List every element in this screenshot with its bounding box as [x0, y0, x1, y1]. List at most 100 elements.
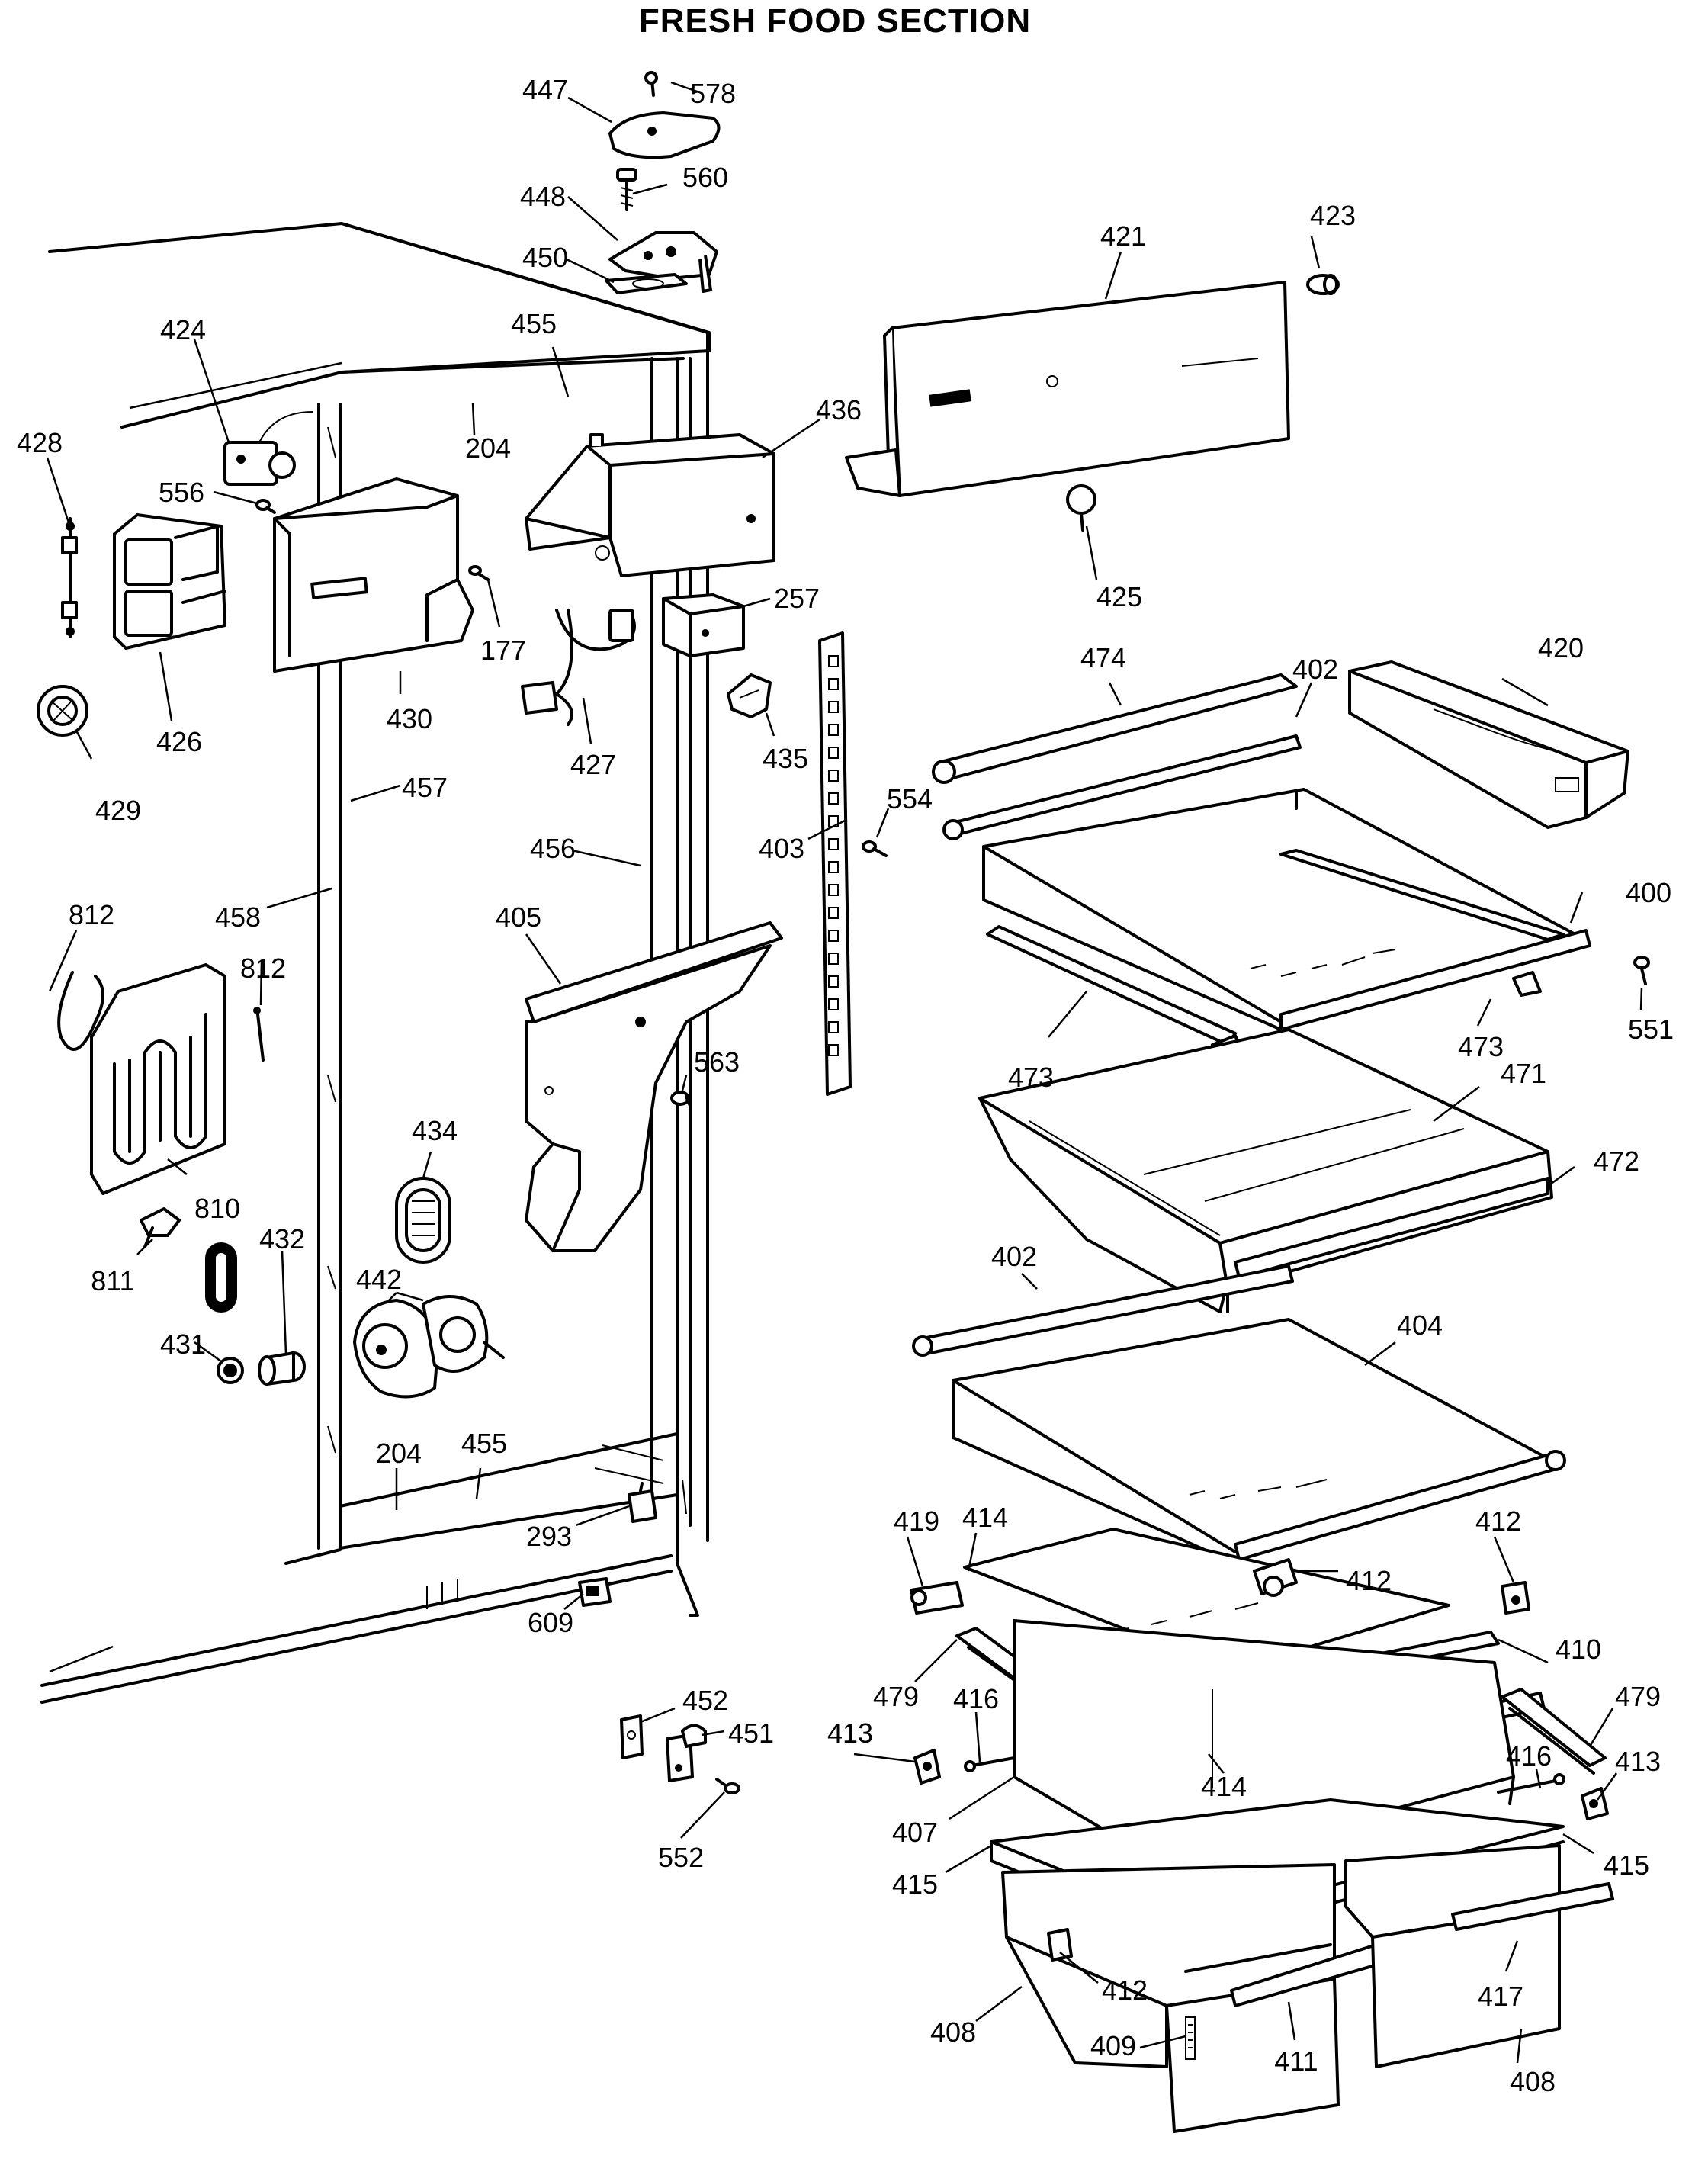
- callout-428: 428: [17, 427, 63, 458]
- callout-452: 452: [682, 1685, 728, 1716]
- callout-415-right: 415: [1604, 1849, 1649, 1881]
- switch-293-drawing: [628, 1482, 657, 1523]
- shelf-rail-474-drawing: [932, 673, 1298, 784]
- slide-479-right-drawing: [1501, 1688, 1607, 1775]
- callout-447: 447: [522, 74, 568, 105]
- callout-448: 448: [520, 181, 566, 212]
- air-duct-426-drawing: [113, 513, 226, 650]
- callout-556: 556: [159, 477, 204, 508]
- callout-400: 400: [1626, 877, 1671, 908]
- crisper-408-right-drawing: [1344, 1844, 1614, 2068]
- shelf-ladder-drawing: [818, 631, 852, 1096]
- callout-455-bottom: 455: [461, 1428, 507, 1459]
- hinge-shim-drawing: [605, 273, 688, 294]
- callout-434: 434: [412, 1115, 458, 1146]
- thermostat-429-drawing: [37, 685, 88, 737]
- callout-413-right: 413: [1615, 1746, 1661, 1777]
- callout-412-pan: 412: [1102, 1974, 1148, 2006]
- callout-451: 451: [728, 1717, 774, 1749]
- callout-429: 429: [95, 795, 141, 826]
- callout-426: 426: [156, 726, 202, 757]
- callout-456: 456: [530, 833, 576, 864]
- callout-204-top: 204: [465, 432, 511, 464]
- callout-435: 435: [762, 743, 808, 774]
- heater-wire-812-drawing: [57, 971, 104, 1051]
- callout-432: 432: [259, 1223, 305, 1255]
- callout-409: 409: [1090, 2030, 1136, 2061]
- callout-412-right: 412: [1475, 1505, 1521, 1537]
- callout-415-left: 415: [892, 1868, 938, 1900]
- screw-563-drawing: [670, 1091, 692, 1107]
- timer-257-drawing: [662, 593, 745, 657]
- callout-402-lower: 402: [991, 1241, 1037, 1272]
- callout-414-lower: 414: [1201, 1771, 1247, 1802]
- bracket-413-left-drawing: [913, 1749, 941, 1785]
- duct-cover-430-drawing: [273, 477, 474, 673]
- bracket-428-drawing: [61, 517, 78, 638]
- hinge-cover-top-drawing: [608, 111, 721, 159]
- callout-552: 552: [658, 1842, 704, 1873]
- callout-812-right: 812: [240, 953, 286, 984]
- callout-423: 423: [1310, 200, 1356, 231]
- bracket-419-drawing: [910, 1581, 964, 1615]
- rod-416-left-drawing: [964, 1756, 1016, 1772]
- callout-560: 560: [682, 162, 728, 193]
- screw-551-drawing: [1633, 956, 1650, 985]
- clip-811-drawing: [140, 1207, 181, 1248]
- callout-411: 411: [1274, 2045, 1318, 2077]
- callout-455-top: 455: [511, 308, 557, 339]
- callout-403: 403: [759, 833, 804, 864]
- grille-431-slot-drawing: [205, 1242, 237, 1313]
- bracket-412-drawing: [1253, 1558, 1298, 1597]
- callout-471: 471: [1501, 1058, 1546, 1089]
- callout-431: 431: [160, 1329, 206, 1360]
- knob-423-drawing: [1306, 274, 1340, 295]
- callout-430: 430: [387, 703, 432, 734]
- shelf-frame-400-drawing: [982, 788, 1591, 1031]
- bracket-412-right-drawing: [1501, 1581, 1530, 1615]
- callout-473-right: 473: [1458, 1031, 1504, 1062]
- control-housing-drawing: [525, 433, 775, 577]
- callout-812-left: 812: [69, 899, 114, 930]
- callout-417: 417: [1478, 1981, 1523, 2012]
- callout-416-left: 416: [953, 1683, 999, 1714]
- callout-402-top: 402: [1292, 654, 1338, 685]
- screw-177-drawing: [468, 565, 490, 581]
- crisper-408-left-drawing: [1001, 1863, 1382, 2133]
- control-panel-drawing: [845, 281, 1290, 497]
- pan-471-drawing: [978, 1028, 1553, 1313]
- diagram-title: FRESH FOOD SECTION: [639, 2, 1031, 40]
- callout-554: 554: [887, 783, 933, 814]
- callout-578: 578: [690, 78, 736, 109]
- heater-810-drawing: [90, 963, 226, 1195]
- shelf-rear-rail-402-drawing: [942, 734, 1302, 840]
- callout-563: 563: [694, 1046, 740, 1078]
- callout-labels: 447 578 560 448 450 455 421 423 424 436 …: [17, 74, 1674, 2097]
- callout-442: 442: [356, 1264, 402, 1295]
- clip-609-drawing: [578, 1577, 612, 1607]
- callout-419: 419: [894, 1505, 939, 1537]
- callout-408-left: 408: [930, 2016, 976, 2048]
- shim-452-drawing: [620, 1714, 644, 1759]
- screw-578-drawing: [644, 71, 658, 97]
- callout-416-right: 416: [1506, 1740, 1552, 1772]
- callout-412-mid: 412: [1346, 1565, 1392, 1596]
- spacer-432-drawing: [258, 1351, 306, 1386]
- callout-414-top: 414: [962, 1502, 1008, 1533]
- callout-436: 436: [816, 394, 862, 426]
- top-hinge-drawing: [608, 231, 718, 293]
- callout-473-left: 473: [1008, 1062, 1054, 1093]
- callout-479-right: 479: [1615, 1681, 1661, 1712]
- screw-552-drawing: [715, 1778, 740, 1794]
- screw-556-drawing: [255, 499, 276, 514]
- leader-lines: [46, 81, 1643, 2064]
- shelf-404-drawing: [952, 1318, 1566, 1565]
- callout-457: 457: [402, 772, 448, 803]
- screw-554-drawing: [862, 840, 888, 857]
- callout-811: 811: [91, 1265, 134, 1296]
- lower-hinge-451-drawing: [666, 1724, 707, 1782]
- knob-425-drawing: [1066, 484, 1096, 532]
- callout-404: 404: [1397, 1309, 1443, 1341]
- callout-450: 450: [522, 242, 568, 273]
